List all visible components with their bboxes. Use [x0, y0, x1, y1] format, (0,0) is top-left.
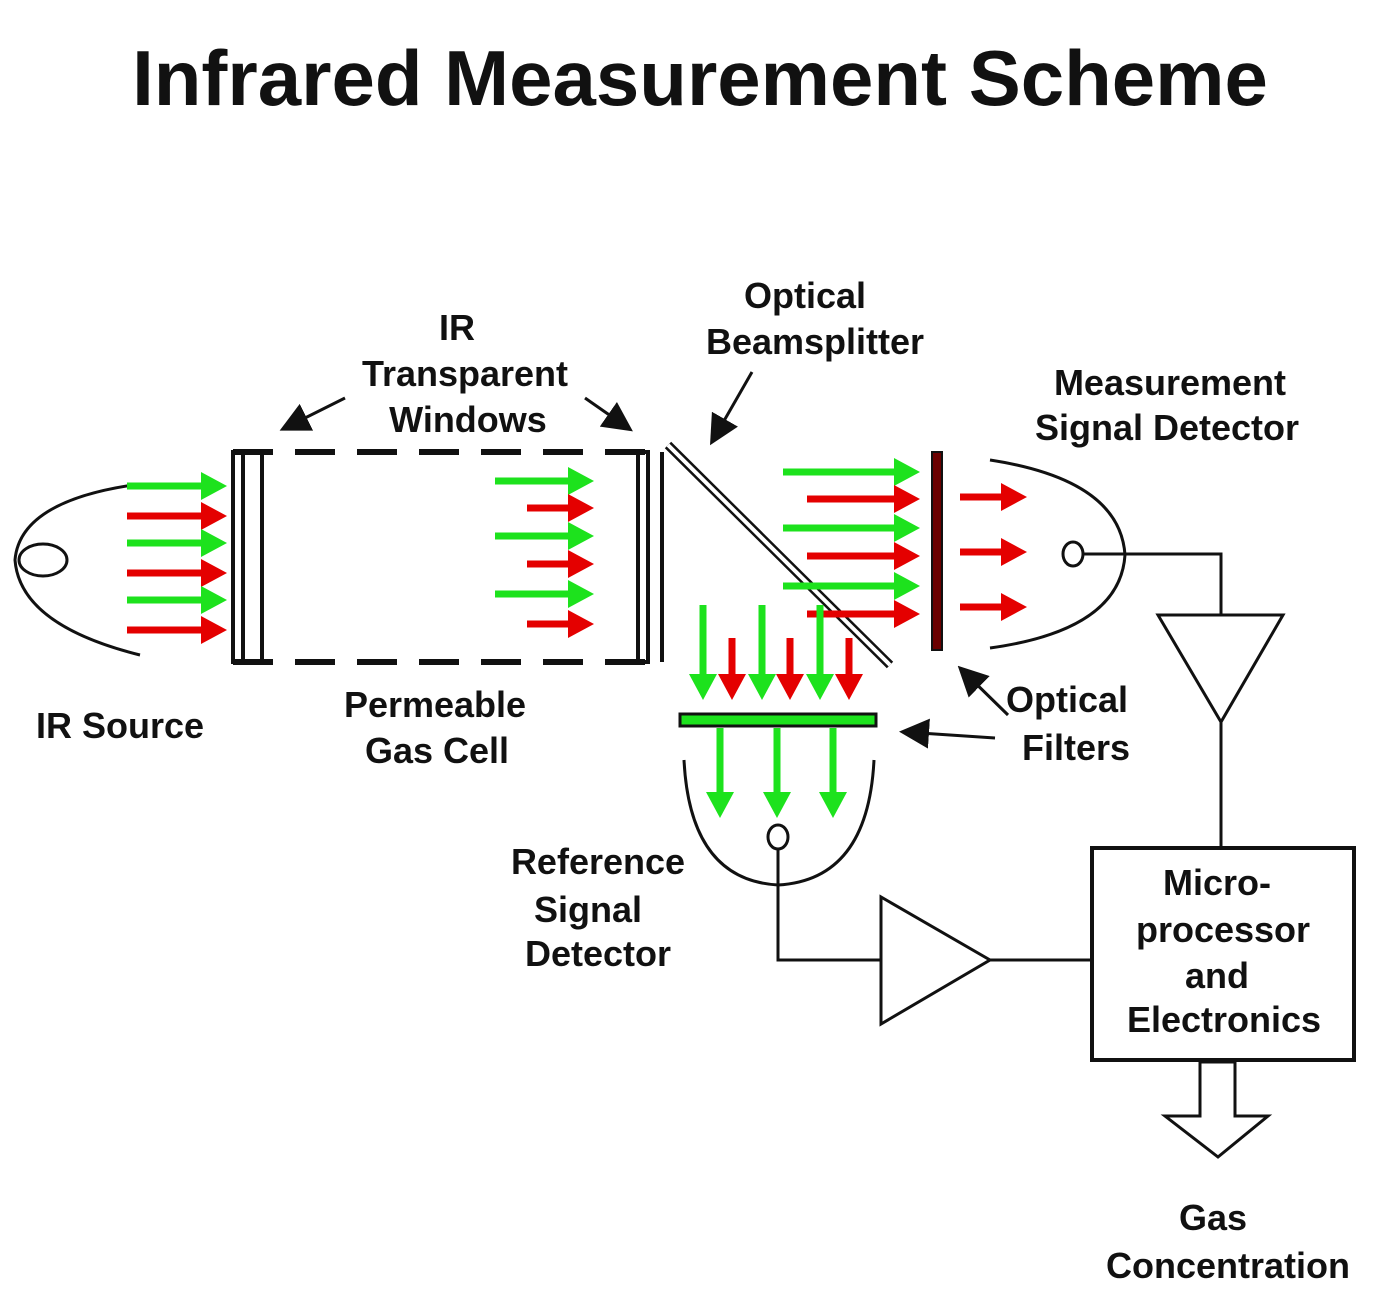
page-title: Infrared Measurement Scheme [132, 34, 1268, 122]
beam-arrow-icon [527, 494, 594, 522]
filters-pointer-up [957, 665, 1010, 717]
lamp-icon [17, 542, 69, 578]
beam-arrow-icon [495, 580, 594, 608]
reference-filtered-beams [706, 728, 847, 818]
beam-arrow-icon [127, 616, 227, 644]
beam-arrow-icon [527, 550, 594, 578]
beam-arrow-icon [806, 605, 834, 700]
gas-cell-label: Permeable Gas Cell [344, 684, 536, 771]
measurement-filter [931, 451, 943, 651]
reference-filter [678, 712, 878, 728]
beam-arrow-icon [127, 586, 227, 614]
beam-arrow-icon [783, 458, 920, 486]
beam-arrow-icon [718, 638, 746, 700]
beamsplitter [664, 441, 894, 669]
ir-source [13, 482, 141, 657]
beam-arrow-icon [527, 610, 594, 638]
measurement-detector-label: Measurement Signal Detector [1035, 362, 1299, 448]
beam-arrow-icon [960, 593, 1027, 621]
microprocessor-box [1090, 846, 1356, 1062]
reference-incoming-beams [689, 605, 863, 700]
beamsplitter-pointer [710, 371, 754, 446]
gas-cell [231, 449, 664, 665]
beam-arrow-icon [783, 572, 920, 600]
beam-arrow-icon [960, 483, 1027, 511]
beam-arrow-icon [835, 638, 863, 700]
filters-pointer-left [899, 718, 996, 749]
beam-arrow-icon [127, 559, 227, 587]
beam-arrow-icon [807, 485, 920, 513]
beam-arrow-icon [127, 502, 227, 530]
output-arrow-icon [1160, 1060, 1273, 1159]
beam-arrow-icon [776, 638, 804, 700]
windows-pointer-left [279, 396, 346, 431]
ir-source-label: IR Source [36, 705, 204, 746]
measurement-amplifier-icon [1155, 613, 1286, 725]
reference-amplifier-icon [879, 894, 993, 1027]
filters-label: Optical Filters [1006, 679, 1138, 768]
source-beams [127, 472, 227, 644]
beam-arrow-icon [960, 538, 1027, 566]
microprocessor-label: Micro- processor and Electronics [1127, 862, 1321, 1040]
beam-arrow-icon [689, 605, 717, 700]
beam-arrow-icon [127, 472, 227, 500]
beam-arrow-icon [807, 542, 920, 570]
measurement-beams [783, 458, 1027, 628]
beam-arrow-icon [819, 728, 847, 818]
cell-beams [495, 467, 594, 638]
beam-arrow-icon [127, 529, 227, 557]
beam-arrow-icon [495, 522, 594, 550]
beam-arrow-icon [706, 728, 734, 818]
output-label: Gas Concentration [1106, 1197, 1350, 1286]
beam-arrow-icon [783, 514, 920, 542]
beam-arrow-icon [495, 467, 594, 495]
reference-detector-label: Reference Signal Detector [511, 841, 695, 974]
beamsplitter-label: Optical Beamsplitter [706, 275, 924, 362]
beam-arrow-icon [763, 728, 791, 818]
windows-pointer-right [584, 396, 633, 432]
beam-arrow-icon [748, 605, 776, 700]
windows-label: IR Transparent Windows [362, 307, 578, 440]
